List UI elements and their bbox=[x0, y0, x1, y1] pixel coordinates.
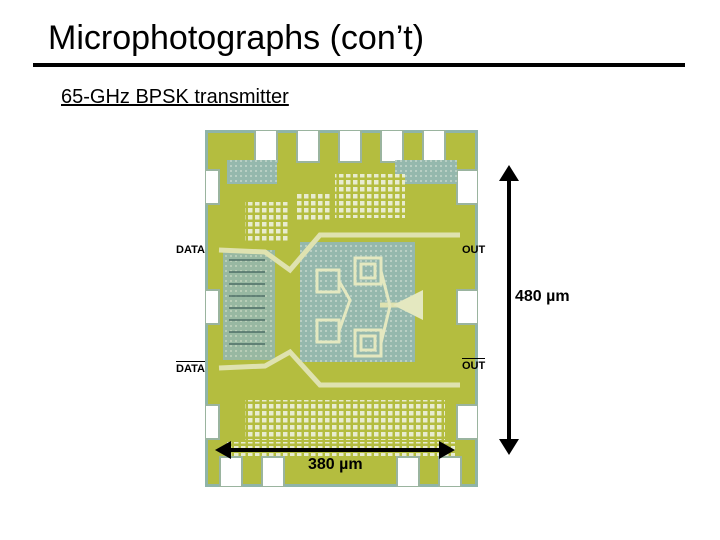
slide-subtitle: 65-GHz BPSK transmitter bbox=[61, 86, 289, 108]
label-out-bar: OUT bbox=[462, 358, 486, 372]
label-out: OUT bbox=[462, 244, 486, 256]
chip-microphotograph bbox=[205, 130, 478, 487]
slide-title: Microphotographs (con’t) bbox=[48, 19, 425, 57]
data-input-block bbox=[223, 250, 275, 360]
spiral-inductors bbox=[315, 256, 392, 358]
width-dimension-arrow bbox=[215, 441, 455, 459]
title-underline-rule bbox=[33, 63, 685, 67]
top-dot-array-left bbox=[245, 202, 290, 242]
core-circuit-area bbox=[300, 242, 415, 362]
top-bond-pads bbox=[254, 130, 446, 163]
right-bond-pads bbox=[456, 169, 478, 440]
label-data-bar: DATA bbox=[176, 361, 205, 375]
height-dimension-label: 480 µm bbox=[515, 288, 570, 305]
height-dimension-arrow bbox=[499, 165, 519, 455]
width-dimension-label: 380 µm bbox=[308, 456, 363, 473]
output-balun bbox=[393, 290, 423, 320]
bottom-dot-array bbox=[245, 400, 445, 440]
top-dot-array-mid bbox=[297, 192, 331, 220]
bottom-bond-pads bbox=[219, 456, 462, 487]
label-data: DATA bbox=[176, 244, 205, 256]
left-bond-pads bbox=[205, 169, 220, 440]
top-dot-array-right bbox=[335, 174, 405, 218]
